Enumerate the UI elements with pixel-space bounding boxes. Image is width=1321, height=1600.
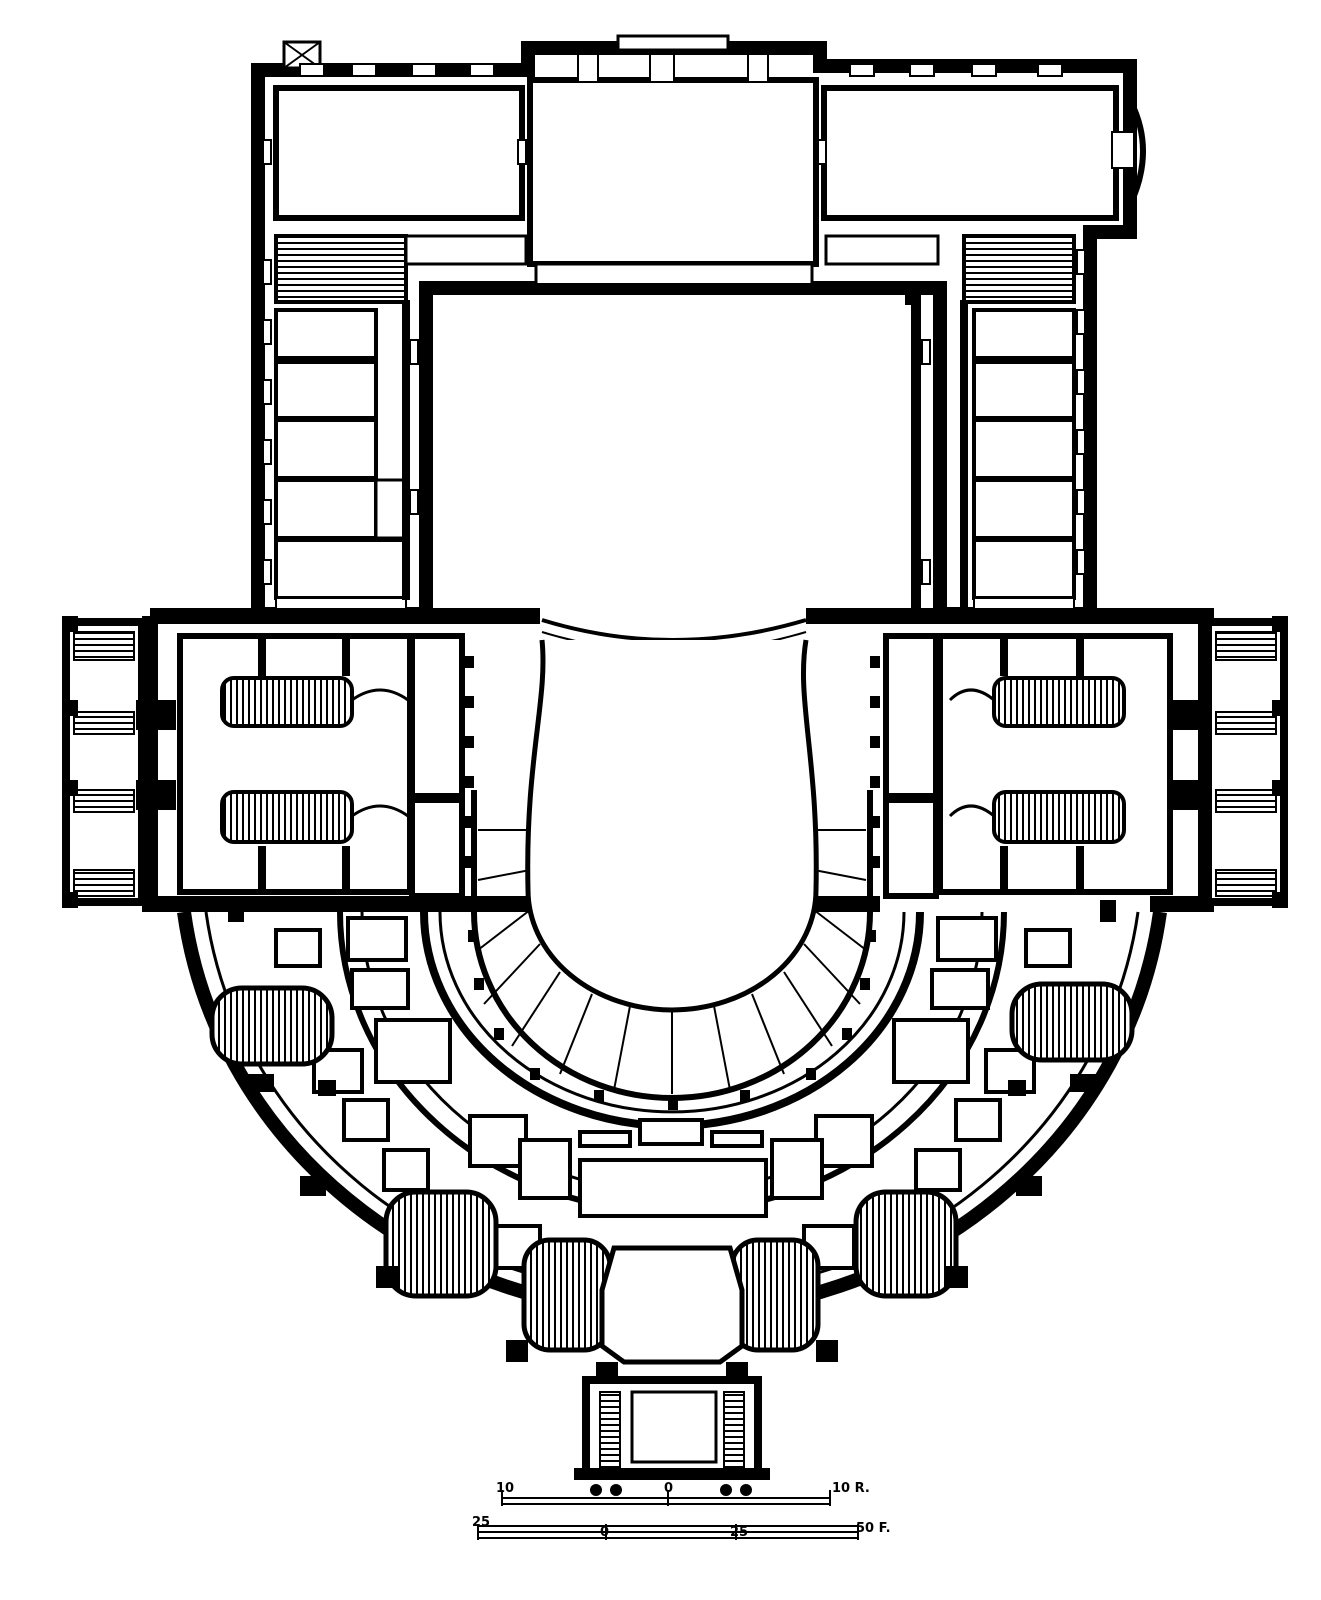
scale-label-upper-left: 10	[496, 1481, 514, 1496]
scale-bar: 10 0 10 R. 25 0 25 50 F.	[472, 1481, 891, 1540]
scale-label-upper-right: 10 R.	[832, 1481, 870, 1496]
scale-label-lower-right: 50 F.	[856, 1521, 891, 1536]
scale-label-upper-zero: 0	[664, 1481, 673, 1496]
stage-house	[251, 34, 1146, 621]
scale-label-lower-mid: 25	[730, 1525, 748, 1540]
scale-label-lower-left: 25	[472, 1515, 490, 1530]
entrance-portico	[574, 1376, 770, 1496]
scale-label-lower-zero: 0	[600, 1525, 609, 1540]
auditorium	[177, 639, 1167, 1384]
transverse-wing	[62, 608, 1288, 912]
